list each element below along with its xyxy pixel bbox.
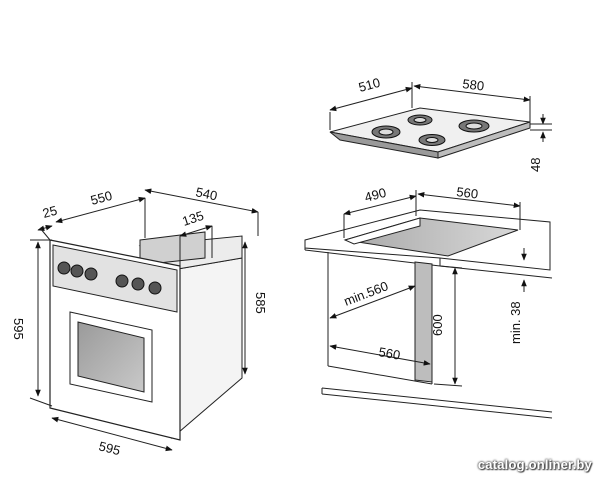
- dim-worktop-gap: min. 38: [508, 301, 523, 344]
- knob-icon: [115, 274, 129, 288]
- knob-icon: [148, 281, 162, 295]
- dim-oven-body-height: 585: [253, 292, 268, 314]
- knob-icon: [131, 277, 145, 291]
- dim-cutout-width: 560: [456, 184, 479, 202]
- dim-oven-depth: 550: [89, 188, 114, 208]
- dim-hob-depth: 510: [357, 75, 382, 95]
- oven-knobs: [57, 261, 162, 295]
- dim-vent-depth: 135: [180, 208, 205, 229]
- watermark: catalog.onliner.by: [478, 456, 592, 474]
- dim-niche-width: 560: [377, 344, 401, 363]
- watermark-text: catalog.onliner.by: [477, 457, 592, 472]
- dim-niche-height: 600: [430, 314, 445, 336]
- dim-oven-height: 595: [11, 318, 26, 340]
- oven-body-side: [171, 257, 243, 440]
- dim-front-thickness: 25: [41, 203, 59, 221]
- hob-side-edge: [437, 121, 531, 159]
- hob-drawing: [329, 82, 552, 159]
- knob-icon: [70, 264, 84, 278]
- knob-icon: [84, 267, 98, 281]
- hob-dimension-labels: 510 580 48: [357, 75, 543, 172]
- cutout-drawing: [304, 190, 553, 419]
- dim-oven-width-bottom: 595: [97, 438, 122, 458]
- oven-drawing: [29, 188, 259, 452]
- dim-hob-width: 580: [462, 76, 485, 94]
- dim-cutout-depth: 490: [363, 185, 388, 205]
- hob-burners: [371, 114, 490, 146]
- oven-control-panel: [52, 244, 178, 313]
- knob-icon: [57, 261, 71, 275]
- oven-dimension-labels: 25 550 540 135 595 585 595: [11, 184, 268, 458]
- dim-hob-height: 48: [528, 158, 543, 172]
- oven-door-window: [77, 321, 145, 393]
- oven-door-frame: [69, 311, 153, 403]
- dim-oven-width-top: 540: [194, 184, 218, 203]
